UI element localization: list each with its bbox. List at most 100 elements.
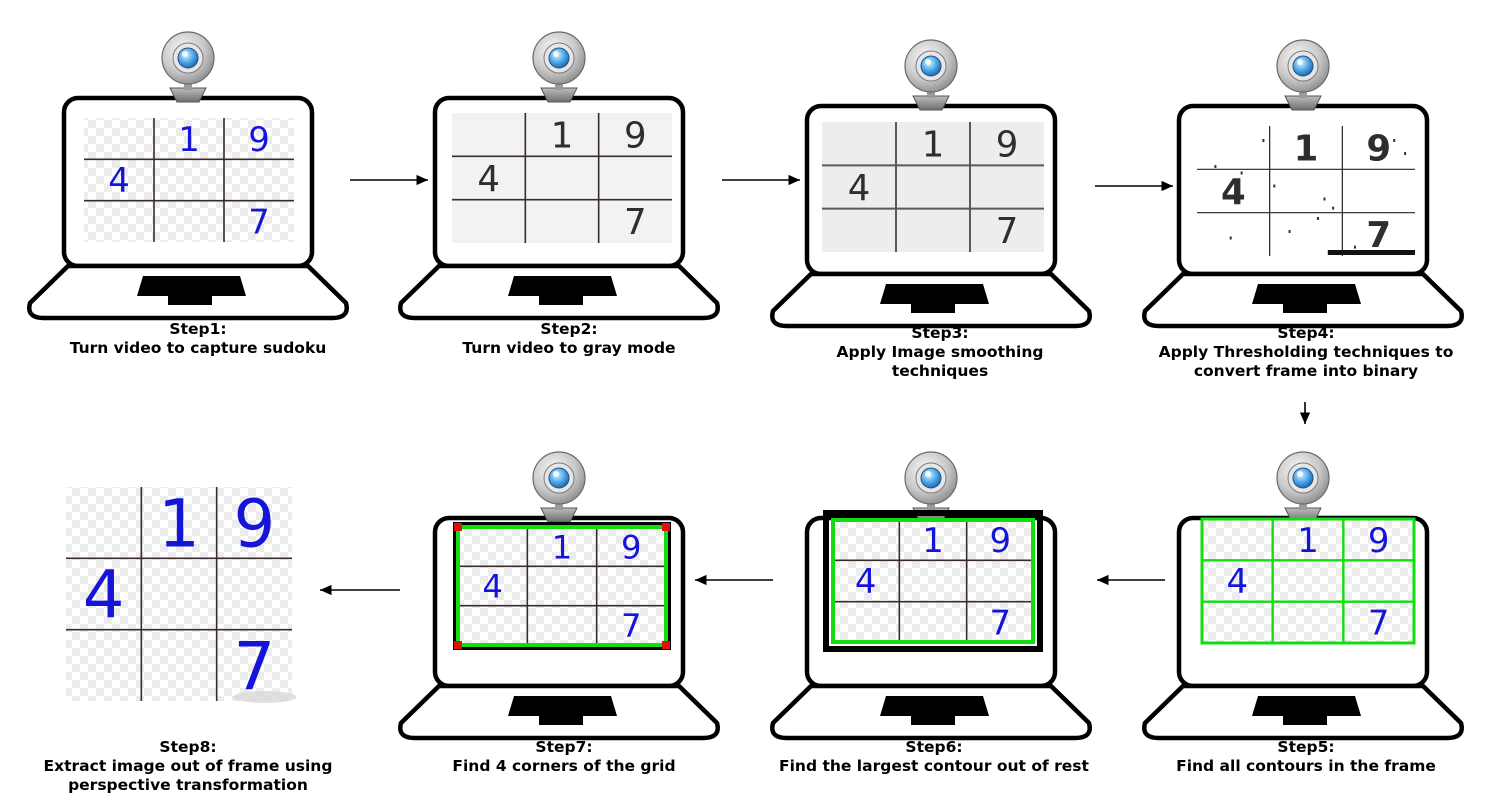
sudoku-background <box>66 487 292 701</box>
sudoku-digit: 9 <box>996 124 1019 165</box>
caption-step1: Step1: Turn video to capture sudoku <box>18 320 378 358</box>
corner-marker <box>454 641 462 649</box>
caption-step1-title: Step1: <box>169 320 227 338</box>
blur-overlay <box>822 122 1044 252</box>
sudoku-digit: 1 <box>551 115 574 156</box>
caption-step2-line1: Turn video to gray mode <box>462 339 676 357</box>
caption-step2-title: Step2: <box>540 320 598 338</box>
sudoku-digit: 9 <box>621 528 642 566</box>
outer-contour <box>1200 517 1416 645</box>
caption-step8-line2: perspective transformation <box>68 776 308 794</box>
laptop-touchpad-button <box>539 716 583 725</box>
webcam-icon <box>904 39 958 111</box>
sudoku-digit: 9 <box>233 486 275 562</box>
corner-marker <box>662 641 670 649</box>
caption-step3-title: Step3: <box>911 324 969 342</box>
sudoku-digit: 1 <box>1297 521 1319 560</box>
laptop-touchpad <box>508 696 617 716</box>
caption-step7: Step7: Find 4 corners of the grid <box>384 738 744 776</box>
laptop-touchpad-button <box>539 296 583 305</box>
sudoku-background <box>452 113 672 243</box>
sudoku-background <box>458 527 666 645</box>
screen-border <box>823 510 1043 652</box>
sudoku-background <box>1197 126 1415 256</box>
sudoku-digit: 7 <box>1368 604 1390 643</box>
threshold-noise <box>1332 206 1335 210</box>
caption-step4-line2: convert frame into binary <box>1193 362 1419 380</box>
sudoku-digit: 7 <box>996 211 1019 252</box>
sudoku-digit: 7 <box>990 604 1012 643</box>
sudoku-digit: 1 <box>178 120 200 159</box>
laptop-touchpad <box>1252 284 1361 304</box>
caption-step4: Step4: Apply Thresholding techniques to … <box>1126 324 1486 381</box>
threshold-noise <box>1288 230 1291 233</box>
sudoku-digit: 4 <box>477 159 500 200</box>
sudoku-digit: 7 <box>1366 215 1391 256</box>
largest-contour <box>456 525 668 647</box>
sudoku-digit: 1 <box>922 124 945 165</box>
screen-border <box>453 522 671 650</box>
caption-step5-title: Step5: <box>1277 738 1335 756</box>
sudoku-digit: 1 <box>552 528 573 566</box>
laptop-touchpad <box>1252 696 1361 716</box>
caption-step6-line1: Find the largest contour out of rest <box>779 757 1089 775</box>
largest-contour <box>831 518 1035 644</box>
threshold-noise <box>1240 171 1243 175</box>
laptop-touchpad-button <box>1283 304 1327 313</box>
caption-step1-line1: Turn video to capture sudoku <box>69 339 327 357</box>
webcam-icon <box>1276 451 1330 523</box>
laptop-touchpad-button <box>168 296 212 305</box>
webcam-icon <box>532 31 586 103</box>
sudoku-background <box>832 519 1034 643</box>
caption-step6-title: Step6: <box>905 738 963 756</box>
corner-marker <box>454 523 462 531</box>
sudoku-digit: 1 <box>1294 128 1319 169</box>
threshold-noise <box>1316 217 1319 220</box>
threshold-noise <box>1404 152 1407 155</box>
laptop-touchpad-button <box>911 716 955 725</box>
sudoku-digit: 9 <box>624 115 647 156</box>
webcam-icon <box>532 451 586 523</box>
sudoku-digit: 4 <box>83 558 125 634</box>
threshold-noise <box>1323 197 1326 201</box>
sudoku-digit: 9 <box>248 120 270 159</box>
caption-step6: Step6: Find the largest contour out of r… <box>754 738 1114 776</box>
caption-step3: Step3: Apply Image smoothing techniques <box>760 324 1120 381</box>
webcam-icon <box>161 31 215 103</box>
caption-step8: Step8: Extract image out of frame using … <box>8 738 368 795</box>
threshold-noise <box>1214 165 1217 168</box>
shadow <box>233 691 297 703</box>
threshold-noise <box>1327 250 1415 255</box>
sudoku-digit: 7 <box>624 202 647 243</box>
threshold-noise <box>1353 245 1356 249</box>
caption-step4-line1: Apply Thresholding techniques to <box>1158 343 1454 361</box>
caption-step7-title: Step7: <box>535 738 593 756</box>
sudoku-digit: 4 <box>848 168 871 209</box>
caption-step2: Step2: Turn video to gray mode <box>389 320 749 358</box>
caption-step8-title: Step8: <box>159 738 217 756</box>
sudoku-digit: 1 <box>158 486 200 562</box>
threshold-noise <box>1229 236 1232 240</box>
laptop-touchpad <box>880 284 989 304</box>
sudoku-digit: 4 <box>108 161 130 200</box>
sudoku-digit: 4 <box>1227 562 1249 601</box>
caption-step3-line2: techniques <box>891 362 989 380</box>
sudoku-digit: 9 <box>990 521 1012 560</box>
sudoku-digit: 7 <box>621 607 642 645</box>
sudoku-digit: 1 <box>922 521 944 560</box>
